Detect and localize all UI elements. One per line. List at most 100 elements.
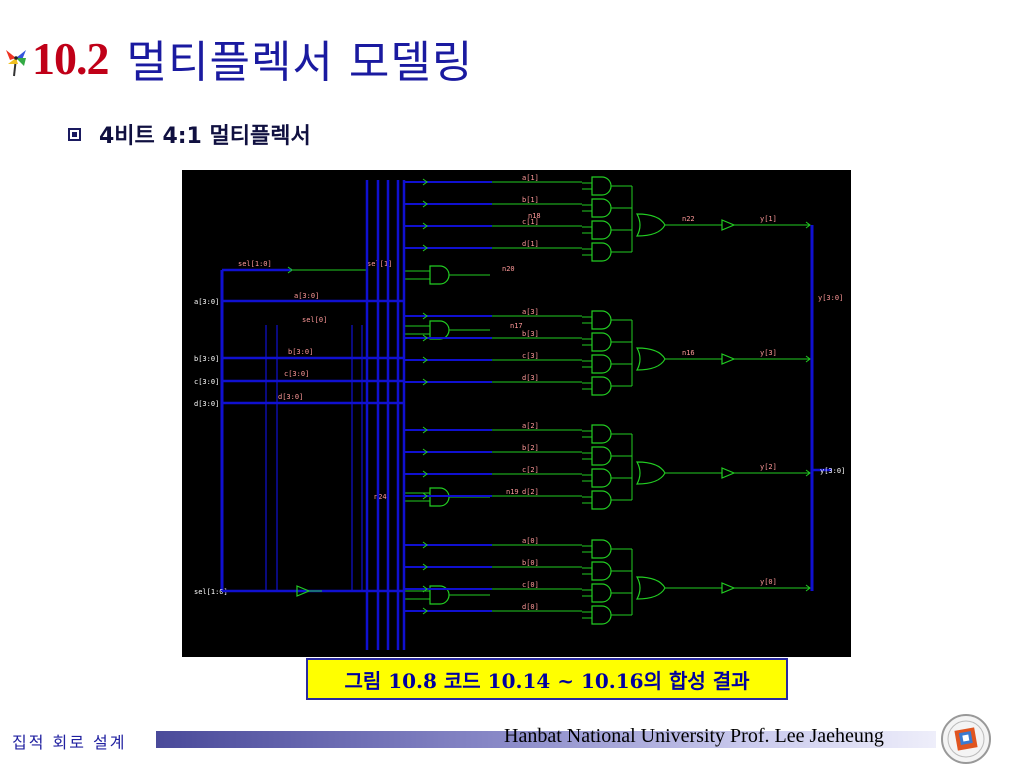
square-bullet-icon	[68, 127, 81, 141]
select-decode-gate	[429, 487, 450, 507]
pinwheel-logo-icon	[6, 50, 26, 77]
footer-course-title: 집적 회로 설계	[12, 733, 127, 752]
internal-net-label: n22	[682, 215, 695, 223]
net-label-n18: n18	[528, 212, 541, 220]
data-arrow	[422, 178, 428, 186]
internal-net-label: n16	[682, 349, 695, 357]
data-bit-label: c[3]	[522, 352, 539, 360]
data-arrow	[422, 356, 428, 364]
input-port-label: b[3:0]	[194, 355, 219, 363]
output-buffer	[721, 582, 736, 594]
output-buffer	[721, 467, 736, 479]
sel-bus-label: sel[1:0]	[238, 260, 272, 268]
output-port-label: y[3:0]	[820, 467, 845, 475]
caption-text: 그림 10.8 코드 10.14 ~ 10.16의 합성 결과	[344, 668, 750, 693]
or-gate	[635, 347, 666, 371]
output-arrow	[805, 221, 811, 229]
output-arrow	[805, 355, 811, 363]
data-bit-label: a[2]	[522, 422, 539, 430]
and-gate	[591, 424, 612, 444]
sel-buffer	[296, 585, 311, 597]
d-bus-label: d[3:0]	[278, 393, 303, 401]
data-arrow	[422, 222, 428, 230]
data-bit-label: b[2]	[522, 444, 539, 452]
output-arrow	[805, 584, 811, 592]
and-gate	[591, 583, 612, 603]
university-seal-icon	[941, 714, 991, 764]
output-buffer	[721, 219, 736, 231]
select-decode-gate	[429, 320, 450, 340]
and-gate	[591, 242, 612, 262]
and-gate	[591, 220, 612, 240]
data-arrow	[422, 607, 428, 615]
and-gate	[591, 539, 612, 559]
net-label-n19: n19	[506, 488, 519, 496]
output-bit-label: y[3]	[760, 349, 777, 357]
data-arrow	[422, 492, 428, 500]
input-port-label: d[3:0]	[194, 400, 219, 408]
and-gate	[591, 561, 612, 581]
data-bit-label: d[3]	[522, 374, 539, 382]
data-bit-label: c[1]	[522, 218, 539, 226]
or-gate	[635, 576, 666, 600]
output-buffer	[721, 353, 736, 365]
output-bit-label: y[0]	[760, 578, 777, 586]
figure-caption: 그림 10.8 코드 10.14 ~ 10.16의 합성 결과	[306, 658, 788, 700]
a-bus-label: a[3:0]	[294, 292, 319, 300]
data-bit-label: b[0]	[522, 559, 539, 567]
and-gate	[591, 490, 612, 510]
input-port-label: c[3:0]	[194, 378, 219, 386]
and-gate	[591, 605, 612, 625]
and-gate	[591, 310, 612, 330]
data-bit-label: c[2]	[522, 466, 539, 474]
title-number: 10.2	[32, 32, 109, 84]
data-bit-label: b[1]	[522, 196, 539, 204]
b-bus-label: b[3:0]	[288, 348, 313, 356]
data-arrow	[422, 426, 428, 434]
output-bus-label: y[3:0]	[818, 294, 843, 302]
footer-author: Hanbat National University Prof. Lee Jae…	[504, 725, 884, 747]
data-bit-label: a[3]	[522, 308, 539, 316]
data-arrow	[422, 585, 428, 593]
footer-gradient-bar	[156, 731, 936, 748]
c-bus-label: c[3:0]	[284, 370, 309, 378]
and-gate	[591, 376, 612, 396]
data-bit-label: a[0]	[522, 537, 539, 545]
slide-title: 10.2 멀티플렉서 모델링	[4, 26, 473, 90]
net-label-n17: n17	[510, 322, 523, 330]
and-gate	[591, 354, 612, 374]
or-gate	[635, 461, 666, 485]
data-bit-label: b[3]	[522, 330, 539, 338]
select-decode-gate	[429, 585, 450, 605]
data-arrow	[422, 541, 428, 549]
input-port-label: sel[1:0]	[194, 588, 228, 596]
and-gate	[591, 198, 612, 218]
and-gate	[591, 176, 612, 196]
net-label-n20: n20	[502, 265, 515, 273]
data-arrow	[422, 470, 428, 478]
and-gate	[591, 446, 612, 466]
data-bit-label: d[2]	[522, 488, 539, 496]
data-arrow	[422, 378, 428, 386]
sel1-label: sel[1]	[367, 260, 392, 268]
and-gate	[591, 332, 612, 352]
data-arrow	[422, 448, 428, 456]
schematic-canvas: a[3:0] b[3:0] c[3:0] d[3:0] sel[1:0] sel[1:0]…	[194, 174, 845, 650]
output-bit-label: y[2]	[760, 463, 777, 471]
select-decode-gate	[429, 265, 450, 285]
title-text: 멀티플렉서 모델링	[126, 37, 474, 88]
data-bit-label: c[0]	[522, 581, 539, 589]
input-port-label: a[3:0]	[194, 298, 219, 306]
data-arrow	[422, 334, 428, 342]
data-arrow	[422, 200, 428, 208]
synthesis-schematic: a[3:0] b[3:0] c[3:0] d[3:0] sel[1:0] sel[1:0]…	[182, 170, 851, 657]
data-bit-label: d[0]	[522, 603, 539, 611]
output-bit-label: y[1]	[760, 215, 777, 223]
net-label-n24: n24	[374, 493, 387, 501]
data-bit-label: d[1]	[522, 240, 539, 248]
sel0-label: sel[0]	[302, 316, 327, 324]
output-arrow	[805, 469, 811, 477]
bullet-item: 4비트 4:1 멀티플렉서	[68, 118, 311, 150]
data-bit-label: a[1]	[522, 174, 539, 182]
and-gate	[591, 468, 612, 488]
